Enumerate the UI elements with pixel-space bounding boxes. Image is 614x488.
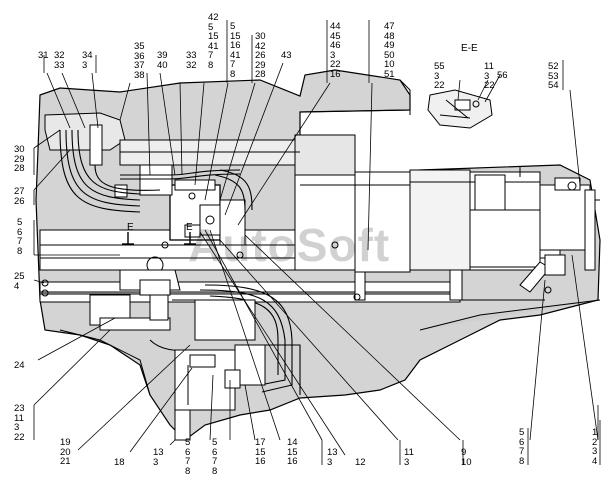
lower-rods	[39, 269, 545, 303]
callout-30-28: 30 42 26 29 28	[255, 31, 266, 81]
callout-5-8: 5 15 16 41 7 8	[230, 21, 241, 80]
callout-55-22: 55 3 22	[434, 61, 445, 92]
section-title: E-E	[461, 43, 478, 54]
upper-cover	[44, 112, 356, 176]
callout-42-8: 42 5 15 41 7 8	[208, 12, 219, 71]
section-arrows	[122, 232, 196, 245]
callout-52-54: 52 53 54	[548, 61, 559, 92]
callout-39-40: 39 40	[157, 50, 168, 71]
callout-23-22: 23 11 3 22	[14, 403, 25, 443]
callout-25-4: 25 4	[14, 271, 25, 292]
bolts	[41, 241, 552, 301]
callout-5-8-left: 5 6 7 8	[17, 217, 23, 257]
callout-47-51: 47 48 49 50 10 51	[384, 21, 395, 80]
callout-44-16: 44 45 46 3 22 16	[330, 21, 341, 80]
hoses	[59, 129, 301, 395]
callout-14-16: 14 15 16	[287, 437, 298, 468]
callout-32-33: 32 33	[54, 50, 65, 71]
callout-17-16: 17 15 16	[255, 437, 266, 468]
callout-35-38: 35 36 37 38	[134, 41, 145, 81]
callout-18: 18	[114, 457, 125, 468]
valve-block	[89, 124, 246, 246]
right-cylinder	[474, 167, 600, 293]
lower-drive	[172, 299, 266, 441]
left-pump	[89, 256, 181, 331]
callout-5-8-right: 5 6 7 8	[519, 427, 525, 467]
callout-5-8-b: 5 6 7 8	[185, 437, 191, 477]
callout-56: 56	[497, 70, 508, 81]
callout-13-3-a: 13 3	[153, 447, 164, 468]
callout-31: 31	[38, 50, 49, 61]
section-mark-right: E	[186, 222, 193, 233]
section-ee-view	[427, 89, 493, 129]
callout-9-10: 9 10	[461, 447, 472, 468]
callout-11-22: 11 3 22	[484, 61, 495, 92]
callout-1-4: 1 2 3 4	[592, 427, 598, 467]
watermark: AutoSoft	[188, 219, 391, 271]
callout-43: 43	[281, 50, 292, 61]
leader-lines	[33, 20, 601, 465]
callout-11-3: 11 3	[404, 447, 414, 468]
callout-19-21: 19 20 21	[60, 437, 71, 468]
callout-33-32: 33 32	[186, 50, 197, 71]
callout-30-28-left: 30 29 28	[14, 144, 25, 175]
callout-13-3-b: 13 3	[327, 447, 338, 468]
callout-12: 12	[355, 457, 366, 468]
callout-24: 24	[14, 360, 25, 371]
callout-27-26: 27 26	[14, 186, 25, 207]
section-mark-left: E	[127, 222, 134, 233]
callout-34-3: 34 3	[82, 50, 93, 71]
callout-5-8-c: 5 6 7 8	[212, 437, 218, 477]
